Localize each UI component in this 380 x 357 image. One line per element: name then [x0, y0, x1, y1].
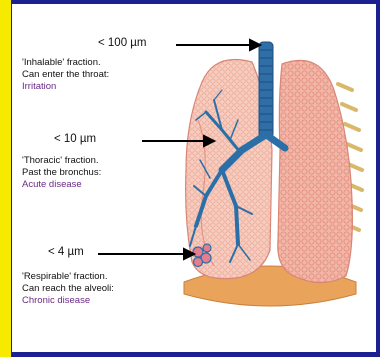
health-effect-chronic: Chronic disease [22, 295, 90, 306]
fraction-name-inhalable: 'Inhalable' fraction. [22, 57, 101, 68]
right-lung [278, 60, 353, 282]
health-effect-acute: Acute disease [22, 179, 82, 190]
fraction-name-thoracic: 'Thoracic' fraction. [22, 155, 99, 166]
size-label-100um: < 100 µm [98, 38, 147, 49]
fraction-description-respirable: Can reach the alveoli: [22, 283, 114, 294]
size-label-10um: < 10 µm [54, 134, 96, 145]
fraction-description-thoracic: Past the bronchus: [22, 167, 101, 178]
health-effect-irritation: Irritation [22, 81, 56, 92]
fraction-description-inhalable: Can enter the throat: [22, 69, 109, 80]
size-label-4um: < 4 µm [48, 247, 84, 258]
fraction-name-respirable: 'Respirable' fraction. [22, 271, 107, 282]
trachea [259, 42, 273, 138]
